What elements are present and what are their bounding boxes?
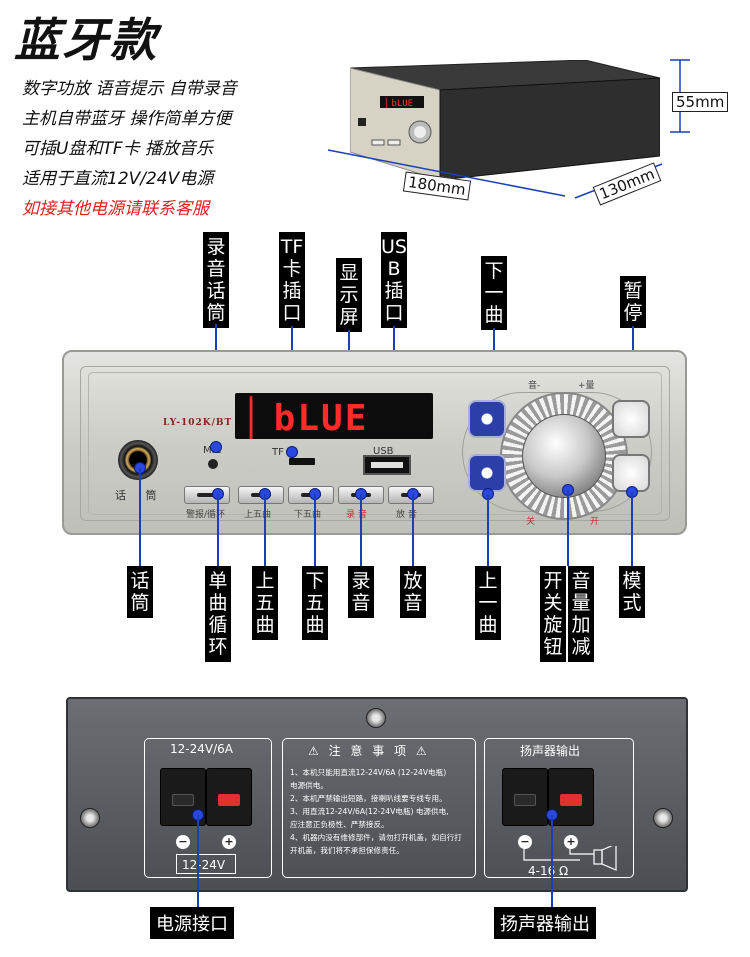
callout-mic-jack: 话筒: [127, 566, 153, 618]
callout-tf-slot: TF卡插口: [279, 232, 305, 328]
tf-label: TF: [272, 447, 284, 458]
feature-line: 数字功放 语音提示 自带录音: [22, 79, 237, 99]
terminal-clip: [560, 794, 582, 806]
usb-port-inner: [371, 462, 403, 468]
pointer-line: [314, 494, 316, 566]
callout-playback: 放音: [400, 566, 426, 618]
power-voltage: 12-24V: [182, 858, 226, 872]
pointer-line: [412, 494, 414, 566]
notice-line: 应注意正负极性、严禁接反。: [290, 820, 389, 829]
notice-title: ⚠ 注 意 事 项 ⚠: [308, 744, 430, 758]
volume-plus-label: +量: [578, 381, 595, 391]
feature-line: 主机自带蓝牙 操作简单方便: [22, 109, 232, 129]
callout-volume: 音量加减: [568, 566, 594, 662]
mic-jack-label: 话 筒: [115, 489, 165, 502]
pointer-line: [197, 815, 199, 907]
pointer-line: [487, 494, 489, 566]
mic-jack[interactable]: [118, 440, 158, 480]
speaker-impedance: 4-16 Ω: [528, 864, 569, 878]
display-text: ▏bLUE: [250, 398, 369, 439]
terminal-clip: [514, 794, 536, 806]
button-slot: [197, 493, 217, 497]
pointer-line: [264, 494, 266, 566]
page-title: 蓝牙款: [14, 13, 158, 67]
notice-line: 开机盖，我们将不承担保修责任。: [290, 846, 404, 855]
callout-speaker-output: 扬声器输出: [494, 907, 596, 939]
front-panel-frame: [80, 366, 670, 521]
notice-text: 1、本机只能用直流12-24V/6A (12-24V电瓶) 电源供电。 2、本机…: [290, 766, 472, 857]
screw: [653, 808, 673, 828]
mic-hole: [208, 459, 218, 469]
pointer-line: [631, 492, 633, 566]
callout-record-mic: 录音话筒: [203, 232, 229, 328]
notice-line: 4、机器内没有维修部件，请勿打开机盖，如自行打: [290, 833, 462, 842]
feature-list: 数字功放 语音提示 自带录音 主机自带蓝牙 操作简单方便 可插U盘和TF卡 播放…: [22, 74, 237, 224]
pointer-line: [217, 494, 219, 566]
speaker-icon: [523, 846, 617, 871]
pointer-line: [551, 815, 553, 907]
button-label: 录 音: [346, 510, 367, 520]
callout-next-track: 下一曲: [481, 256, 507, 330]
callout-power-knob: 开关旋钮: [540, 566, 566, 662]
feature-line: 可插U盘和TF卡 播放音乐: [22, 139, 214, 159]
battery-symbol: [176, 854, 236, 874]
on-label: 开: [590, 517, 600, 527]
speaker-output-title: 扬声器输出: [520, 744, 581, 758]
callout-prev5: 上五曲: [252, 566, 278, 640]
button-label: 上五曲: [244, 510, 272, 520]
pointer-dot: [286, 446, 298, 458]
notice-line: 1、本机只能用直流12-24V/6A (12-24V电瓶): [290, 768, 447, 777]
callout-power-input: 电源接口: [150, 907, 234, 939]
callout-mode: 模式: [619, 566, 645, 618]
unit-illustration: ▏bLUE: [350, 60, 660, 180]
button-label: 放 音: [396, 510, 417, 520]
prev-track-button[interactable]: [468, 454, 506, 492]
notice-line: 电源供电。: [290, 781, 328, 790]
led-display: [235, 393, 433, 439]
usb-label: USB: [373, 446, 394, 457]
terminal-clip: [172, 794, 194, 806]
power-terminal-box: [144, 738, 272, 878]
minus-sign: −: [518, 835, 532, 849]
terminal-clip: [218, 794, 240, 806]
off-label: 关: [526, 517, 536, 527]
model-number: LY-102K/BT: [163, 418, 233, 428]
screw: [80, 808, 100, 828]
pause-button[interactable]: [612, 400, 650, 438]
screw: [366, 708, 386, 728]
plus-sign: +: [564, 835, 578, 849]
plus-sign: +: [222, 835, 236, 849]
pointer-line: [567, 490, 569, 566]
callout-single-loop: 单曲循环: [205, 566, 231, 662]
power-warning: 如接其他电源请联系客服: [22, 199, 209, 219]
notice-line: 2、本机严禁输出短路，接喇叭线要专线专用。: [290, 794, 447, 803]
notice-box: [282, 738, 476, 878]
power-rating: 12-24V/6A: [170, 742, 233, 756]
button-label: 下五曲: [294, 510, 322, 520]
callout-next5: 下五曲: [302, 566, 328, 640]
minus-sign: −: [176, 835, 190, 849]
pointer-line: [360, 494, 362, 566]
callout-display: 显示屏: [336, 258, 362, 332]
callout-pause: 暂停: [620, 276, 646, 328]
callout-usb: USB插口: [381, 232, 407, 328]
notice-line: 3、用直流12-24V/6A(12-24V电瓶) 电源供电,: [290, 807, 449, 816]
height-dimension: 55mm: [672, 92, 729, 112]
callout-record: 录音: [348, 566, 374, 618]
callout-prev-track: 上一曲: [475, 566, 501, 640]
pointer-line: [139, 468, 141, 566]
front-panel-frame: [88, 372, 662, 515]
next-track-button[interactable]: [468, 400, 506, 438]
button-label: 警报/循环: [186, 510, 226, 520]
speaker-terminal-box: [484, 738, 634, 878]
dimension-lines: [327, 59, 690, 199]
feature-line: 适用于直流12V/24V电源: [22, 169, 214, 189]
volume-minus-label: 音-: [528, 381, 541, 391]
svg-text:▏bLUE: ▏bLUE: [386, 97, 413, 109]
tf-card-slot[interactable]: [289, 458, 315, 465]
pointer-dot: [210, 441, 222, 453]
